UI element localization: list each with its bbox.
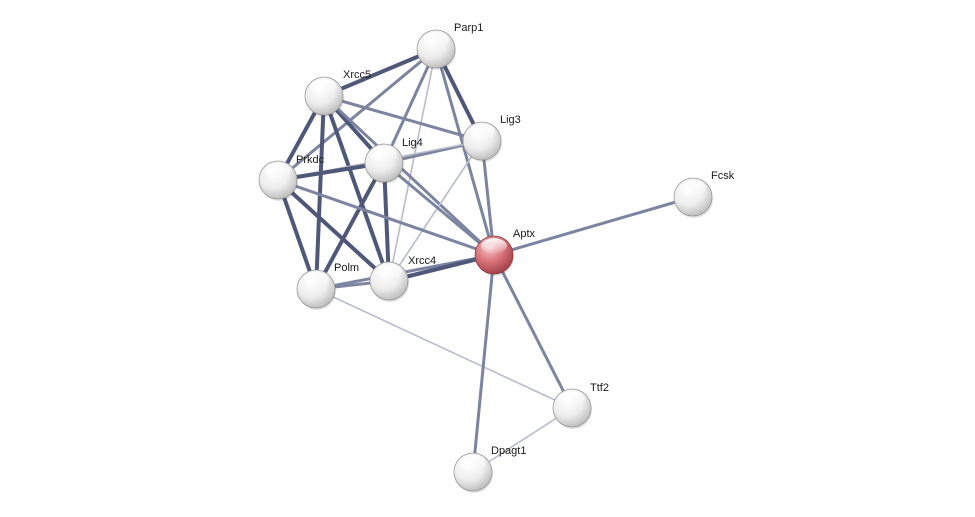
node-label: Dpagt1 <box>491 445 526 457</box>
node-lig3[interactable]: Lig3 <box>462 114 521 162</box>
node-prkdc[interactable]: Prkdc <box>258 154 325 201</box>
node-label: Xrcc4 <box>408 255 436 267</box>
node-highlight <box>311 79 337 95</box>
node-highlight <box>371 146 397 162</box>
edge-xrcc5-lig3[interactable] <box>322 94 484 143</box>
edge-lig4-xrcc4[interactable] <box>382 161 391 283</box>
edge-prkdc-xrcc4[interactable] <box>276 178 391 283</box>
node-highlight <box>423 32 449 48</box>
node-label: Aptx <box>513 228 536 240</box>
node-highlight <box>680 180 706 196</box>
node-highlight <box>469 124 495 140</box>
node-xrcc5[interactable]: Xrcc5 <box>304 69 371 117</box>
node-ttf2[interactable]: Ttf2 <box>552 382 609 429</box>
edge-lig4-polm[interactable] <box>314 161 386 291</box>
edge-xrcc5-aptx[interactable] <box>322 94 496 257</box>
edge-xrcc5-polm[interactable] <box>314 94 326 291</box>
node-polm[interactable]: Polm <box>296 262 359 310</box>
node-highlight <box>303 272 329 288</box>
edge-parp1-xrcc4[interactable] <box>388 48 437 282</box>
node-parp1[interactable]: Parp1 <box>416 22 483 70</box>
edge-parp1-prkdc[interactable] <box>276 47 438 182</box>
node-dpagt1[interactable]: Dpagt1 <box>453 445 526 493</box>
node-label: Xrcc5 <box>343 69 371 81</box>
node-label: Lig4 <box>402 137 423 149</box>
node-xrcc4[interactable]: Xrcc4 <box>369 255 436 302</box>
node-label: Lig3 <box>500 114 521 126</box>
edge-prkdc-aptx[interactable] <box>276 178 496 257</box>
node-highlight <box>460 455 486 471</box>
node-label: Parp1 <box>454 22 483 34</box>
edge-parp1-xrcc5[interactable] <box>322 47 438 98</box>
edge-lig4-aptx[interactable] <box>382 161 496 257</box>
node-label: Polm <box>334 262 359 274</box>
edge-ttf2-dpagt1[interactable] <box>472 407 573 473</box>
node-highlight <box>559 391 585 407</box>
edge-parp1-lig4[interactable] <box>382 47 438 165</box>
edge-parp1-aptx[interactable] <box>434 47 496 257</box>
node-lig4[interactable]: Lig4 <box>364 137 423 184</box>
node-label: Fcsk <box>711 170 735 182</box>
node-aptx[interactable]: Aptx <box>474 228 536 276</box>
node-highlight <box>481 238 507 254</box>
node-highlight <box>376 264 402 280</box>
edge-aptx-ttf2[interactable] <box>492 253 574 410</box>
edge-lig3-xrcc4[interactable] <box>388 140 483 282</box>
edge-xrcc5-xrcc4[interactable] <box>322 94 391 283</box>
node-label: Prkdc <box>296 154 325 166</box>
edge-aptx-fcsk[interactable] <box>492 195 695 257</box>
node-label: Ttf2 <box>590 382 609 394</box>
node-highlight <box>265 163 291 179</box>
edge-polm-ttf2[interactable] <box>315 288 573 409</box>
node-fcsk[interactable]: Fcsk <box>673 170 735 218</box>
edge-aptx-dpagt1[interactable] <box>471 253 496 474</box>
